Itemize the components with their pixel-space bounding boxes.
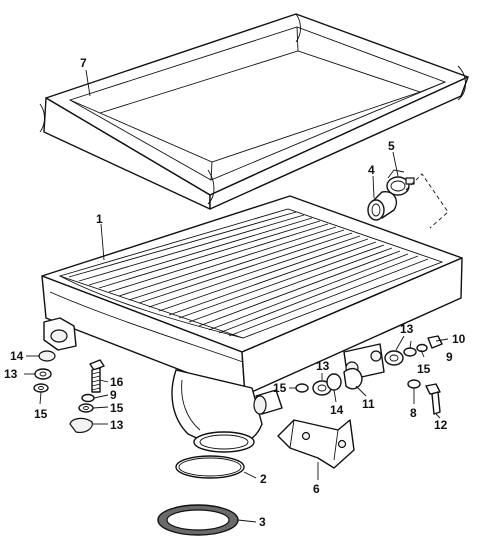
part-10-nut bbox=[427, 335, 443, 349]
callout-6: 6 bbox=[313, 482, 320, 496]
part-8-washer bbox=[407, 379, 421, 389]
part-13-nut-right bbox=[384, 350, 404, 366]
part-6-bracket bbox=[277, 419, 355, 469]
callout-13: 13 bbox=[400, 322, 414, 336]
callout-13: 13 bbox=[4, 367, 18, 381]
part-13-nut-lower bbox=[69, 417, 93, 433]
callout-7: 7 bbox=[80, 56, 87, 70]
callout-16: 16 bbox=[110, 375, 124, 389]
callout-8: 8 bbox=[410, 406, 417, 420]
callout-13: 13 bbox=[110, 418, 124, 432]
callout-2: 2 bbox=[260, 472, 267, 486]
fasteners bbox=[33, 335, 443, 433]
callout-15: 15 bbox=[417, 362, 431, 376]
part-14-rubber-bushing-left bbox=[38, 350, 56, 362]
callout-labels: 7 5 4 1 13 10 9 15 14 13 15 16 9 15 15 1… bbox=[4, 56, 466, 529]
callout-9: 9 bbox=[446, 350, 453, 364]
part-12-bolt bbox=[425, 383, 441, 415]
part-15-washer-mid bbox=[295, 383, 309, 393]
callout-15: 15 bbox=[34, 407, 48, 421]
part-3-seal-ring bbox=[157, 504, 239, 536]
part-15-washer-right bbox=[403, 347, 417, 357]
cooling-fins bbox=[68, 211, 429, 337]
part-7-cover-frame bbox=[39, 13, 469, 210]
callout-4: 4 bbox=[368, 163, 375, 177]
part-11-mount-rubber bbox=[343, 367, 363, 390]
callout-15: 15 bbox=[273, 381, 287, 395]
part-1-intercooler-body bbox=[41, 195, 463, 453]
callout-14: 14 bbox=[10, 349, 24, 363]
part-9-washer-lower bbox=[81, 393, 95, 403]
callout-12: 12 bbox=[434, 418, 448, 432]
callout-11: 11 bbox=[362, 397, 375, 411]
callout-9: 9 bbox=[110, 388, 117, 402]
part-5-hose-clamp bbox=[386, 169, 415, 196]
callout-3: 3 bbox=[259, 515, 266, 529]
callout-1: 1 bbox=[96, 212, 103, 226]
leader-lines bbox=[24, 69, 449, 523]
part-9-washer-right bbox=[416, 343, 428, 353]
part-4-hose-sleeve bbox=[367, 191, 398, 221]
callout-15: 15 bbox=[110, 401, 124, 415]
part-16-bolt bbox=[89, 359, 105, 393]
callout-10: 10 bbox=[452, 332, 466, 346]
part-13-nut-left bbox=[34, 368, 52, 380]
callout-14: 14 bbox=[330, 403, 344, 417]
part-15-washer-lower bbox=[78, 403, 94, 413]
part-15-washer-left bbox=[33, 383, 49, 393]
part-2-o-ring bbox=[175, 455, 245, 479]
callout-13: 13 bbox=[316, 359, 330, 373]
callout-5: 5 bbox=[388, 139, 395, 153]
part-14-grommet-mid bbox=[326, 373, 342, 391]
